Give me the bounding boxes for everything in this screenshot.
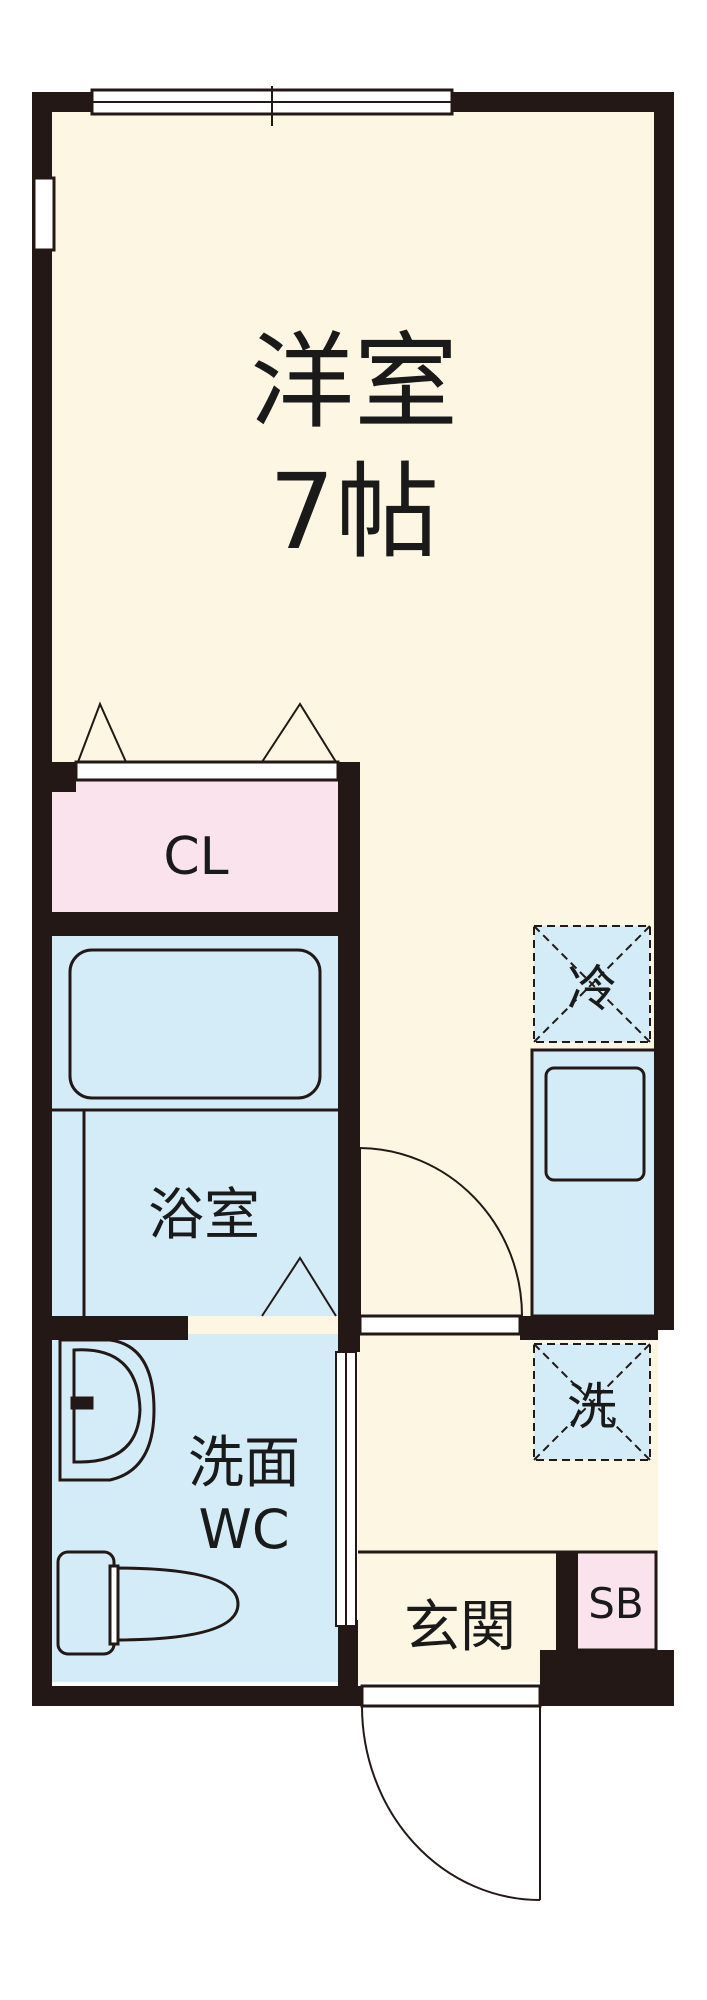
washer-space <box>533 1343 651 1461</box>
fridge-label: 冷 <box>567 960 617 1018</box>
bathroom-floor <box>52 936 338 1316</box>
shoe-box-outline <box>574 1550 658 1652</box>
western-room-size: 7帖 <box>269 451 439 573</box>
washer-label: 洗 <box>567 1378 617 1436</box>
closet-floor <box>52 780 338 912</box>
room-door <box>358 1147 523 1336</box>
western-room-name: 洋室 <box>250 321 458 443</box>
washroom-floor <box>52 1334 338 1682</box>
kitchen-sink <box>544 1066 646 1182</box>
bathtub <box>52 948 338 1316</box>
left-window <box>32 176 56 252</box>
bathroom-door <box>261 1256 337 1317</box>
bathroom-label: 浴室 <box>148 1183 260 1248</box>
washroom-label-line1: 洗面 <box>188 1431 300 1496</box>
toilet <box>56 1550 240 1656</box>
closet-label: CL <box>163 827 228 887</box>
fridge-space <box>533 925 651 1043</box>
interior-walls <box>52 762 658 1690</box>
washroom-sliding-door <box>335 1351 357 1627</box>
washbasin <box>58 1338 156 1482</box>
entrance-door <box>360 1684 542 1901</box>
entrance-label: 玄関 <box>404 1595 516 1660</box>
top-window <box>90 86 454 126</box>
shoe-box-label: SB <box>588 1579 643 1628</box>
washroom-label-line2: WC <box>198 1498 289 1561</box>
shoe-box-floor <box>576 1552 658 1652</box>
